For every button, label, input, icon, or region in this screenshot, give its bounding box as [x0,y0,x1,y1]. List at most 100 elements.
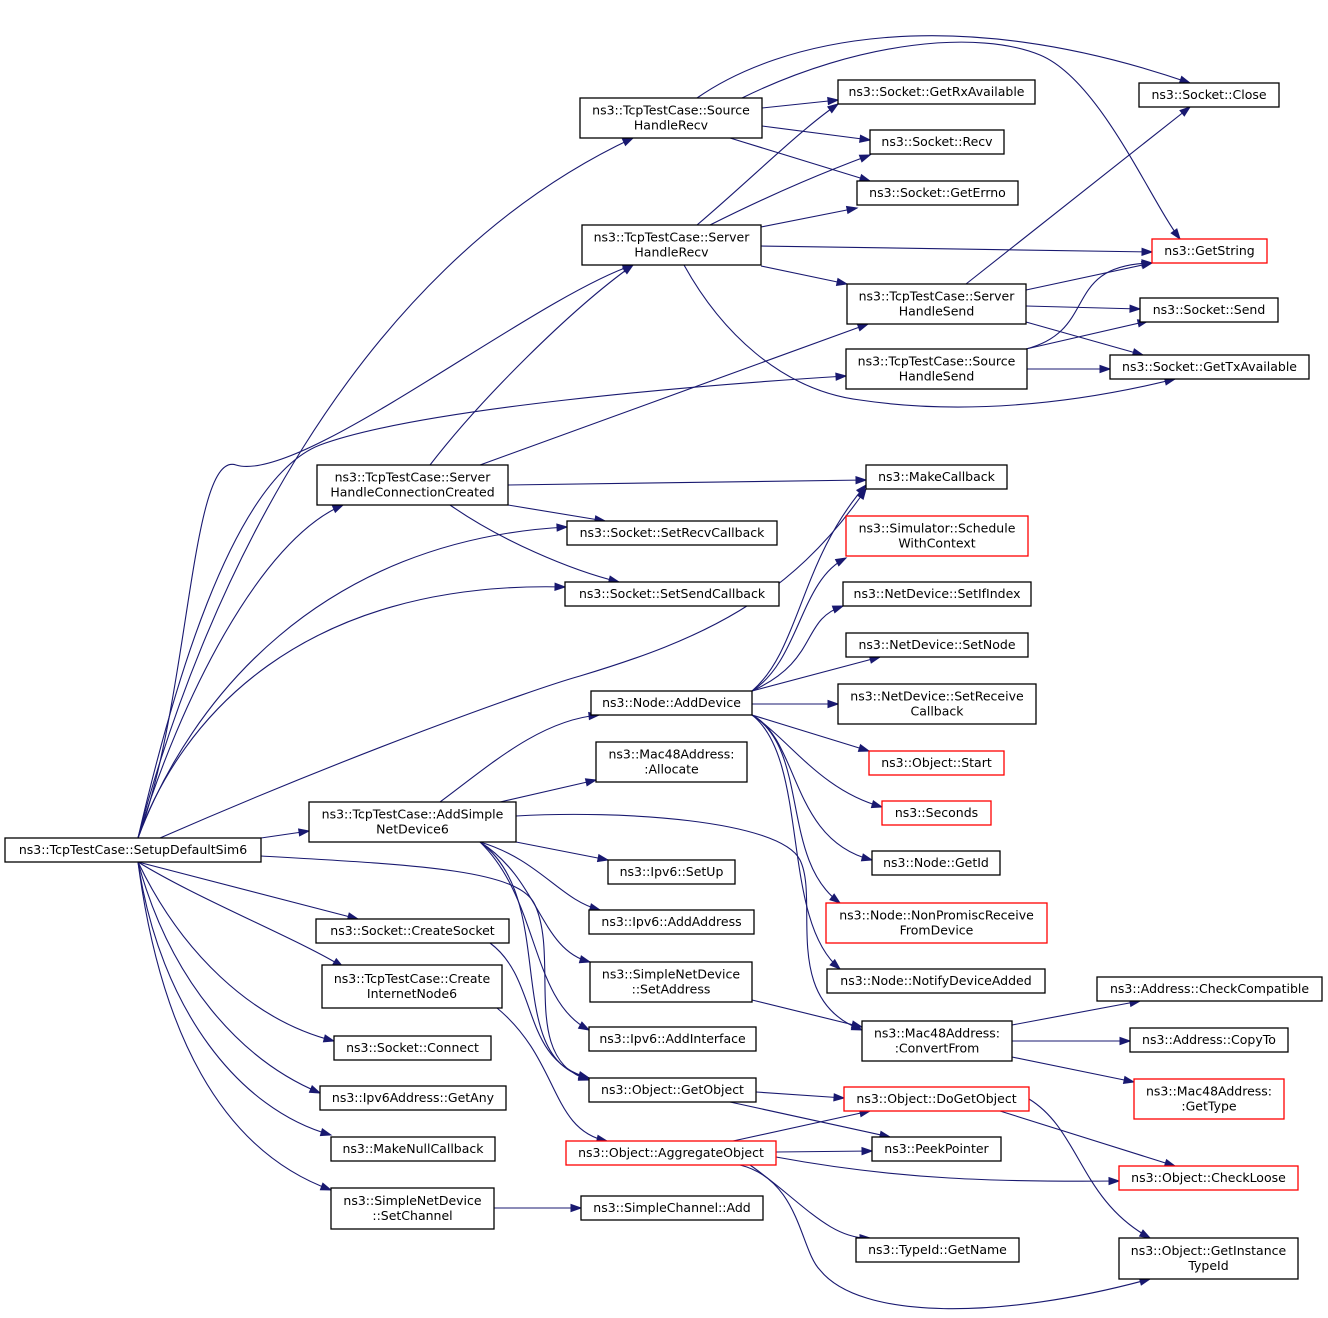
node-label: ns3::NetDevice::SetIfIndex [854,586,1021,601]
edge-simplesetaddr-to-convertfrom [751,999,863,1028]
edge-src_send-to-getstring [1025,262,1153,350]
node-box [1151,238,1268,264]
arrowhead-geterrno [845,205,859,215]
node-box [316,464,509,506]
node-box [566,520,778,546]
node-getrx[interactable]: ns3::Socket::GetRxAvailable [837,79,1036,105]
edge-root-to-srv_recv [137,264,634,839]
edge-createsocket-to-getobject [489,942,590,1079]
node-convertfrom[interactable]: ns3::Mac48Address::ConvertFrom [861,1020,1013,1062]
node-objstart[interactable]: ns3::Object::Start [868,750,1005,776]
node-copyto[interactable]: ns3::Address::CopyTo [1129,1027,1289,1053]
node-getstring[interactable]: ns3::GetString [1151,238,1268,264]
node-mac-alloc[interactable]: ns3::Mac48Address::Allocate [595,741,748,783]
node-makecb[interactable]: ns3::MakeCallback [865,464,1008,490]
arrowhead-schedctx [834,557,848,567]
node-label: ns3::MakeNullCallback [343,1141,485,1156]
edge-getobject-to-dogetobject [755,1091,845,1099]
node-box [843,1086,1030,1112]
node-label: ns3::Socket::Send [1153,302,1266,317]
node-adddevice[interactable]: ns3::Node::AddDevice [590,690,753,716]
node-label: ns3::Mac48Address: [608,747,734,762]
node-getobject[interactable]: ns3::Object::GetObject [588,1077,757,1103]
node-label: ns3::Seconds [895,805,978,820]
node-srv-conn[interactable]: ns3::TcpTestCase::ServerHandleConnection… [316,464,509,506]
node-createsocket[interactable]: ns3::Socket::CreateSocket [315,918,510,944]
node-peekptr[interactable]: ns3::PeekPointer [871,1136,1002,1162]
node-box [868,750,1005,776]
edge-srv_conn-to-srv_send [479,323,869,466]
node-nodegetid[interactable]: ns3::Node::GetId [871,850,1001,876]
node-seconds[interactable]: ns3::Seconds [881,800,992,826]
node-box [855,1237,1020,1263]
node-checkcompat[interactable]: ns3::Address::CheckCompatible [1096,976,1323,1002]
node-label: ns3::Ipv6::AddAddress [601,914,741,929]
node-aggregate[interactable]: ns3::Object::AggregateObject [565,1140,777,1166]
node-setnode[interactable]: ns3::NetDevice::SetNode [845,632,1029,658]
arrowhead-getinsttype [1138,1229,1152,1239]
node-label: WithContext [898,536,975,551]
node-makenullcb[interactable]: ns3::MakeNullCallback [330,1136,496,1162]
node-ipv6addif[interactable]: ns3::Ipv6::AddInterface [588,1026,757,1052]
node-dogetobject[interactable]: ns3::Object::DoGetObject [843,1086,1030,1112]
arrowhead-makenullcb [319,1128,333,1137]
node-label: ns3::TypeId::GetName [868,1242,1007,1257]
node-ipv6setup[interactable]: ns3::Ipv6::SetUp [607,859,736,885]
arrowhead-ipv6addif [577,1021,591,1031]
node-label: NetDevice6 [376,822,449,837]
node-recv[interactable]: ns3::Socket::Recv [869,129,1005,155]
edge-root-to-src_send [137,375,847,839]
edge-adddevice-to-setnode [751,656,881,692]
node-gettx[interactable]: ns3::Socket::GetTxAvailable [1109,354,1310,380]
node-mac-gettype[interactable]: ns3::Mac48Address::GetType [1133,1078,1285,1120]
node-box [308,801,517,843]
node-box [837,683,1037,725]
node-close[interactable]: ns3::Socket::Close [1138,82,1280,108]
node-notifydev[interactable]: ns3::Node::NotifyDeviceAdded [826,968,1046,994]
edge-srv_recv-to-getrx [696,103,839,226]
edge-dogetobject-to-getinsttype [1028,1098,1151,1239]
node-chanadd[interactable]: ns3::SimpleChannel::Add [580,1195,764,1221]
edge-addsimple-to-simplesetaddr [479,841,591,963]
arrowhead-srv_conn [331,504,345,514]
edge-root-to-getany [137,861,321,1094]
node-box [333,1035,492,1061]
node-setchannel[interactable]: ns3::SimpleNetDevice::SetChannel [330,1187,495,1230]
node-box [845,632,1029,658]
edge-srv_send-to-gettx [1025,321,1144,356]
node-ipv6addaddr[interactable]: ns3::Ipv6::AddAddress [588,909,755,935]
node-root[interactable]: ns3::TcpTestCase::SetupDefaultSim6 [4,837,262,863]
node-checkloose[interactable]: ns3::Object::CheckLoose [1118,1165,1299,1191]
edges-layer [137,35,1192,1310]
node-simplesetaddr[interactable]: ns3::SimpleNetDevice::SetAddress [589,961,753,1003]
edge-root-to-createsocket [137,861,359,920]
arrowhead-notifydev [829,958,842,970]
node-label: ns3::Object::GetObject [601,1082,744,1097]
node-getany[interactable]: ns3::Ipv6Address::GetAny [319,1085,507,1111]
node-setsendcb[interactable]: ns3::Socket::SetSendCallback [564,581,780,607]
arrowhead-copyto [1119,1036,1132,1046]
node-label: ns3::Object::Start [881,755,992,770]
node-setrecvcb[interactable]: ns3::Socket::SetRecvCallback [566,520,778,546]
node-setifindex[interactable]: ns3::NetDevice::SetIfIndex [842,581,1032,607]
node-box [837,79,1036,105]
edge-srv_conn-to-setrecvcb [507,504,606,522]
node-typegetname[interactable]: ns3::TypeId::GetName [855,1237,1020,1263]
node-send[interactable]: ns3::Socket::Send [1139,297,1279,323]
node-connect[interactable]: ns3::Socket::Connect [333,1035,492,1061]
node-label: ns3::Socket::SetSendCallback [579,586,766,601]
node-geterrno[interactable]: ns3::Socket::GetErrno [856,180,1019,206]
edge-srv_conn-to-srv_recv [429,264,634,466]
node-label: ns3::Node::NonPromiscReceive [839,908,1034,923]
